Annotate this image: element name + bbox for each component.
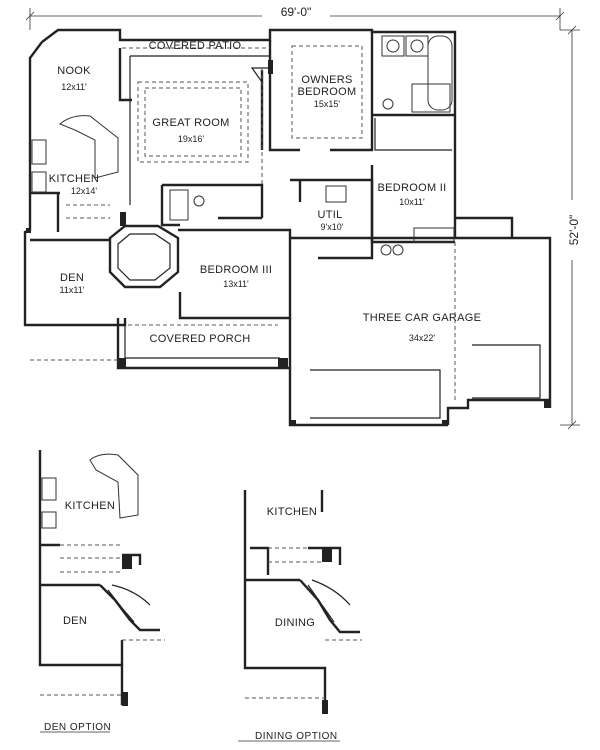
bedroom-3-size: 13x11' <box>223 279 249 289</box>
main-plan-dashes <box>30 45 456 400</box>
depth-dimension: 52'-0" <box>560 25 581 430</box>
depth-label: 52'-0" <box>567 215 581 246</box>
nook-label: NOOK <box>57 65 91 77</box>
room-labels: COVERED PATIO NOOK 12x11' GREAT ROOM 19x… <box>49 40 481 345</box>
covered-patio-label: COVERED PATIO <box>149 40 242 52</box>
owners-bedroom-size: 15x15' <box>314 99 341 109</box>
den-option-den-label: DEN <box>63 615 87 627</box>
den-label: DEN <box>60 272 84 284</box>
kitchen-size: 12x14' <box>71 186 98 196</box>
main-plan-fixtures <box>26 35 550 426</box>
width-label: 69'-0" <box>281 5 312 19</box>
garage-size: 34x22' <box>409 333 436 343</box>
covered-porch-label: COVERED PORCH <box>149 333 250 345</box>
great-room-size: 19x16' <box>178 134 205 144</box>
util-size: 9'x10' <box>321 222 344 232</box>
garage-label: THREE CAR GARAGE <box>363 312 481 324</box>
den-option-kitchen-label: KITCHEN <box>65 500 115 512</box>
dining-option-caption: DINING OPTION <box>255 731 338 742</box>
dining-option-plan: KITCHEN DINING DINING OPTION <box>238 490 362 742</box>
den-option-caption: DEN OPTION <box>44 722 111 733</box>
nook-size: 12x11' <box>61 82 87 92</box>
owners-bedroom-label-1: OWNERS <box>301 74 352 86</box>
bedroom-3-label: BEDROOM III <box>200 264 272 276</box>
bedroom-2-label: BEDROOM II <box>377 182 446 194</box>
den-size: 11x11' <box>60 285 85 295</box>
dining-option-kitchen-label: KITCHEN <box>267 506 317 518</box>
util-label: UTIL <box>317 209 342 221</box>
den-option-plan: KITCHEN DEN DEN OPTION <box>38 450 165 733</box>
width-dimension: 69'-0" <box>25 4 565 30</box>
bedroom-2-size: 10x11' <box>399 197 425 207</box>
great-room-label: GREAT ROOM <box>152 117 229 129</box>
owners-bedroom-label-2: BEDROOM <box>298 86 357 98</box>
kitchen-label: KITCHEN <box>49 173 99 185</box>
dining-option-dining-label: DINING <box>275 617 315 629</box>
